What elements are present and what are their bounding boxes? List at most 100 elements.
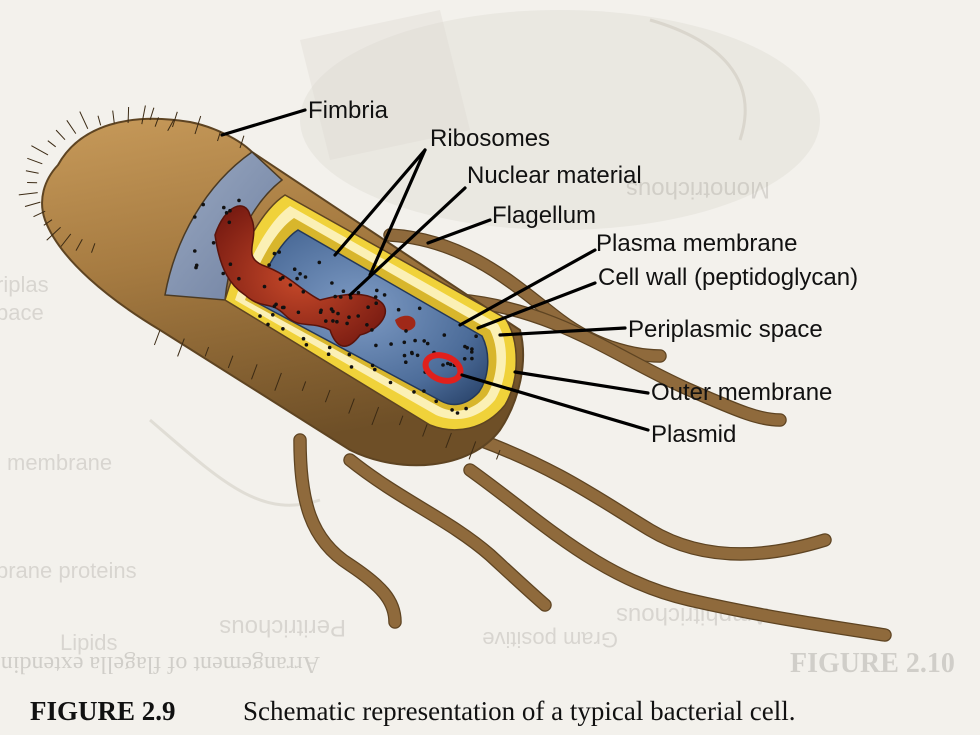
ribosome-dot — [356, 314, 361, 318]
fimbria-hair — [217, 131, 221, 142]
ribosome-dot — [450, 408, 454, 412]
leader-ribosomes-2 — [368, 148, 427, 277]
ribosome-dot — [412, 390, 416, 394]
fimbria-hair — [194, 115, 202, 135]
labels: Fimbria Ribosomes Nuclear material Flage… — [308, 97, 858, 448]
ribosome-dot — [470, 350, 474, 354]
label-nuclear-material: Nuclear material — [467, 162, 642, 189]
ribosome-dot — [272, 251, 277, 256]
ribosome-dot — [413, 338, 417, 343]
ribosome-dot — [266, 322, 270, 327]
ribosome-dot — [349, 365, 354, 369]
nucleoid-fragment — [395, 315, 416, 331]
ribosome-dot — [388, 380, 393, 385]
ribosome-dot — [417, 306, 422, 311]
fimbria-hair — [422, 424, 428, 437]
nuclear-material — [214, 205, 387, 347]
bleed-peritrichous: Peritrichous — [219, 614, 346, 641]
ribosome-dot — [304, 343, 309, 347]
bleed-monotrichous: Monotrichous — [626, 176, 770, 203]
ribosome-dot — [370, 363, 375, 368]
fimbria-hair — [24, 201, 41, 207]
fimbria-hair — [97, 115, 102, 126]
ribosome-dot — [201, 202, 205, 207]
ribosome-dot — [296, 310, 301, 315]
fimbria-hair — [79, 111, 89, 130]
ribosome-dot — [298, 272, 302, 276]
bleed-lipids: Lipids — [60, 630, 117, 655]
ribosome-dot — [373, 295, 378, 299]
ribosome-dot — [422, 339, 427, 343]
fimbria-hair — [33, 210, 46, 218]
ribosome-dot — [193, 215, 197, 219]
ribosome-dot — [303, 275, 308, 279]
ribosome-dot — [345, 321, 349, 326]
fimbria-hair — [167, 119, 175, 132]
ribosome-dot — [442, 333, 447, 337]
fimbria-hair — [112, 110, 115, 124]
fimbria-hair — [251, 364, 258, 380]
ribosome-dot — [422, 389, 426, 393]
ribosome-dot — [295, 276, 299, 281]
fimbria-hair — [91, 243, 96, 253]
ribosome-dot — [382, 293, 387, 297]
fimbria-hair — [239, 135, 245, 149]
ribosome-dot — [228, 262, 233, 267]
label-outer-membrane: Outer membrane — [651, 379, 832, 406]
bleed-figure-210-text: Arrangement of flagella extending from t… — [0, 651, 320, 677]
ribosome-dot — [327, 345, 332, 350]
fimbria-hair — [66, 120, 77, 134]
leader-nuclear — [348, 186, 467, 297]
fimbria-hair — [177, 338, 185, 357]
ribosome-dot — [221, 271, 225, 276]
ribosome-dot — [402, 340, 407, 345]
ribosome-dot — [272, 304, 277, 309]
ribosome-dot — [389, 342, 393, 346]
fimbria-hair — [324, 389, 331, 403]
ribosome-dot — [335, 319, 339, 324]
ribosome-dot — [329, 307, 334, 311]
fimbria-hair — [47, 140, 57, 148]
fimbria-hair — [55, 129, 66, 141]
label-plasmid: Plasmid — [651, 421, 736, 448]
ribosome-dot — [374, 343, 378, 348]
ribosome-dot — [463, 344, 467, 349]
ribosome-dot — [292, 267, 297, 272]
ribosome-dot — [347, 315, 351, 320]
bleed-figure-210: FIGURE 2.10 — [790, 648, 955, 679]
ribosome-dot — [339, 295, 343, 299]
fimbria-hair — [371, 406, 380, 426]
fimbria-hair — [25, 170, 39, 174]
ribosome-dot — [373, 367, 377, 372]
ribosome-dot — [288, 283, 293, 287]
fimbria-hair — [204, 346, 210, 357]
ribosome-dot — [281, 327, 285, 331]
ribosome-dot — [301, 336, 306, 341]
fimbria-hair — [398, 415, 404, 426]
ribosome-dot — [331, 319, 335, 323]
fimbriae — [18, 105, 501, 460]
ribosome-dot — [258, 314, 262, 318]
fimbria-hair — [468, 441, 477, 460]
fimbria-hair — [149, 107, 155, 121]
fimbria-hair — [31, 145, 49, 156]
leader-plasmid — [460, 373, 650, 432]
ribosome-dot — [365, 323, 369, 327]
ribosome-dot — [425, 341, 430, 346]
figure-number: FIGURE 2.9 — [30, 696, 176, 726]
fimbria-hair — [445, 432, 452, 449]
ribosome-dot — [271, 313, 275, 317]
ribosome-dot — [455, 411, 460, 415]
ribosome-dot — [410, 350, 414, 355]
fimbria-hair — [153, 329, 161, 346]
ribosome-dot — [333, 294, 338, 299]
ribosome-dot — [470, 347, 474, 351]
leader-ribosomes-1 — [333, 148, 427, 257]
bleed-membrane: l membrane — [0, 450, 112, 475]
ribosome-dot — [324, 319, 328, 323]
ribosome-dot — [237, 276, 241, 281]
ribosome-dot — [301, 290, 306, 294]
ribosome-dot — [222, 205, 226, 210]
fimbria-hair — [60, 233, 72, 247]
